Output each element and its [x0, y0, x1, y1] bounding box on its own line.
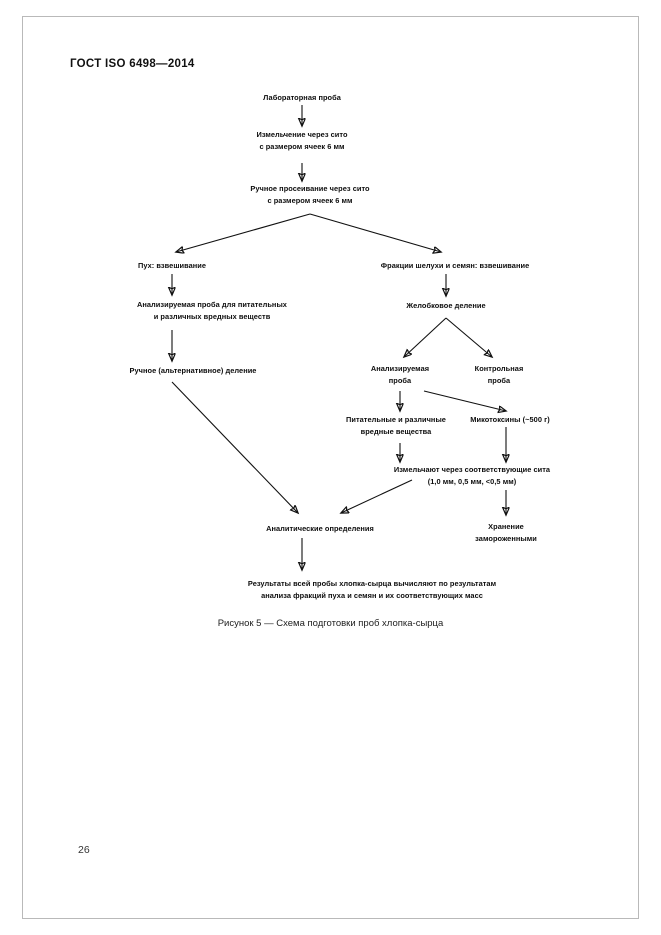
node-mycotoxins: Микотоксины (~500 г) — [470, 415, 550, 424]
node-manual-sieving: Ручное просеивание через сито с размером… — [250, 184, 370, 205]
flowchart: Лабораторная проба Измельчение через сит… — [0, 93, 661, 660]
node-grinding-sieves: Измельчают через соответствующие сита (1… — [393, 465, 551, 486]
node-grinding-6mm: Измельчение через сито с размером ячеек … — [256, 130, 348, 151]
flowchart-connectors — [0, 105, 661, 660]
node-husk-seed-weighing: Фракции шелухи и семян: взвешивание — [380, 261, 530, 270]
node-final-results: Результаты всей пробы хлопка-сырца вычис… — [247, 579, 497, 600]
node-riffle-division: Желобковое деление — [406, 301, 486, 310]
node-test-sample: Анализируемая проба — [370, 364, 430, 385]
node-lab-sample: Лабораторная проба — [263, 93, 341, 102]
node-manual-division: Ручное (альтернативное) деление — [129, 366, 257, 375]
node-analysis-sample: Анализируемая проба для питательных и ра… — [137, 300, 287, 321]
node-frozen-storage: Хранение замороженными — [475, 522, 537, 543]
page-number: 26 — [78, 844, 90, 856]
document-header: ГОСТ ISO 6498—2014 — [70, 58, 195, 70]
figure-caption: Рисунок 5 — Схема подготовки проб хлопка… — [217, 618, 444, 629]
node-fluff-weighing: Пух: взвешивание — [137, 261, 207, 270]
node-control-sample: Контрольная проба — [474, 364, 524, 385]
node-nutrients-harmful: Питательные и различные вредные вещества — [346, 415, 446, 436]
node-analytical-determinations: Аналитические определения — [266, 524, 374, 533]
